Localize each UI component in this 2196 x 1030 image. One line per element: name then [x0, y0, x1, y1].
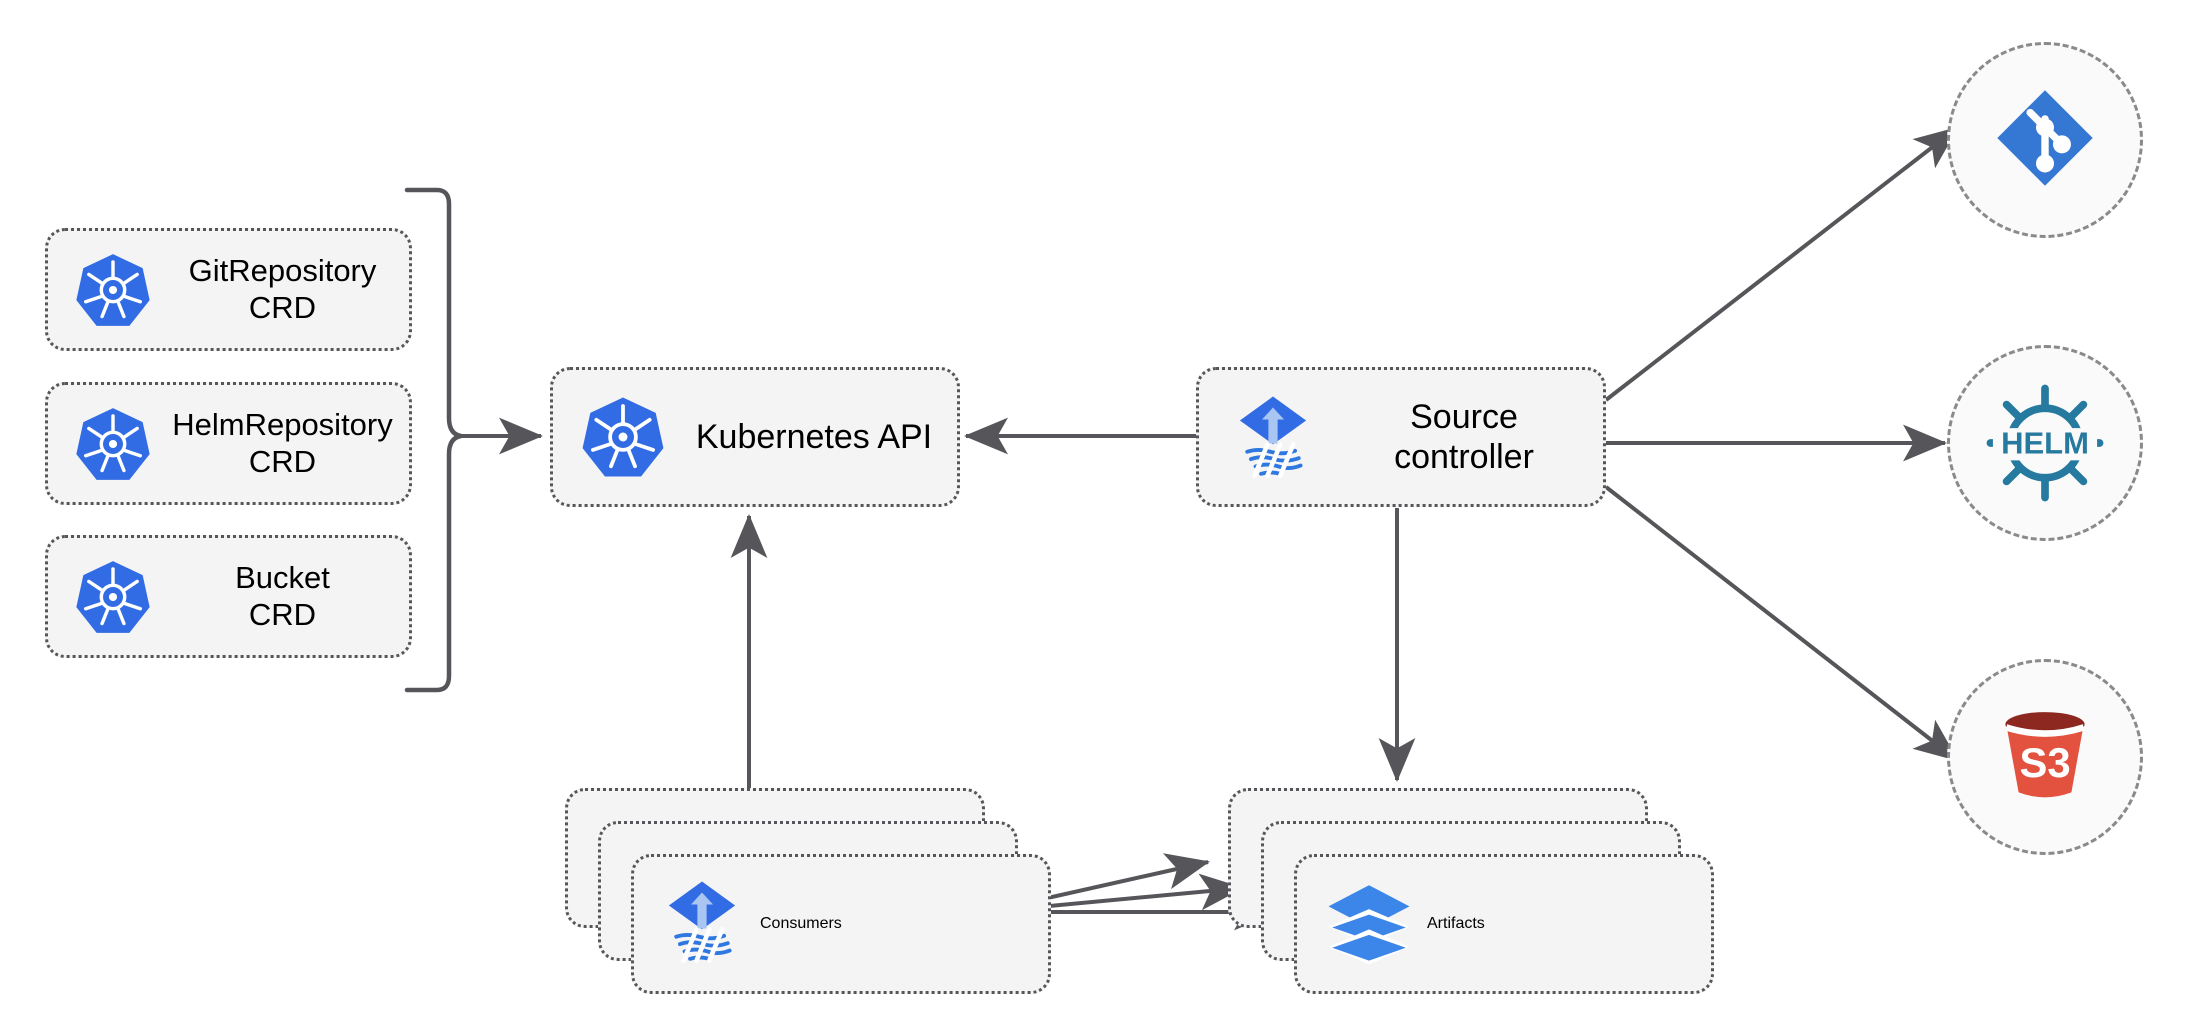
provider-circle-git[interactable]: [1947, 42, 2143, 238]
node-label: Source controller: [1394, 397, 1534, 476]
kubernetes-icon: [70, 558, 156, 636]
artifacts-card-front[interactable]: Artifacts: [1294, 854, 1714, 994]
crd-label: GitRepository CRD: [188, 252, 377, 325]
crd-label: HelmRepository CRD: [172, 406, 393, 479]
flux-icon: [656, 876, 760, 973]
node-kubernetes-api[interactable]: Kubernetes API: [550, 367, 960, 507]
edge-source-controller-to-git: [1604, 126, 1959, 402]
consumers-card-front[interactable]: Consumers: [631, 854, 1051, 994]
node-label: Kubernetes API: [695, 417, 933, 456]
node-label: Artifacts: [1427, 915, 1485, 932]
crd-label: Bucket CRD: [235, 559, 330, 632]
crd-box-gitrepository[interactable]: GitRepository CRD: [45, 228, 412, 351]
s3-wordmark: S3: [2019, 739, 2070, 786]
provider-circle-s3[interactable]: S3: [1947, 659, 2143, 855]
helm-wordmark: HELM: [2001, 426, 2089, 461]
node-consumers-stack[interactable]: Consumers: [565, 788, 1085, 1003]
kubernetes-icon: [70, 405, 156, 483]
kubernetes-icon: [575, 394, 671, 480]
provider-circle-helm[interactable]: HELM: [1947, 345, 2143, 541]
node-artifacts-stack[interactable]: Artifacts: [1228, 788, 1748, 1003]
kubernetes-icon: [70, 251, 156, 329]
node-label: Consumers: [760, 915, 842, 932]
crd-box-helmrepository[interactable]: HelmRepository CRD: [45, 382, 412, 505]
helm-icon: HELM: [1983, 381, 2107, 505]
crd-box-bucket[interactable]: Bucket CRD: [45, 535, 412, 658]
git-icon: [1992, 85, 2098, 196]
flux-icon: [1221, 391, 1325, 483]
s3-bucket-icon: S3: [1990, 700, 2100, 815]
layers-icon: [1323, 876, 1427, 973]
node-source-controller[interactable]: Source controller: [1196, 367, 1606, 507]
edge-source-controller-to-s3: [1604, 485, 1959, 762]
crd-group-brace: [404, 187, 462, 693]
